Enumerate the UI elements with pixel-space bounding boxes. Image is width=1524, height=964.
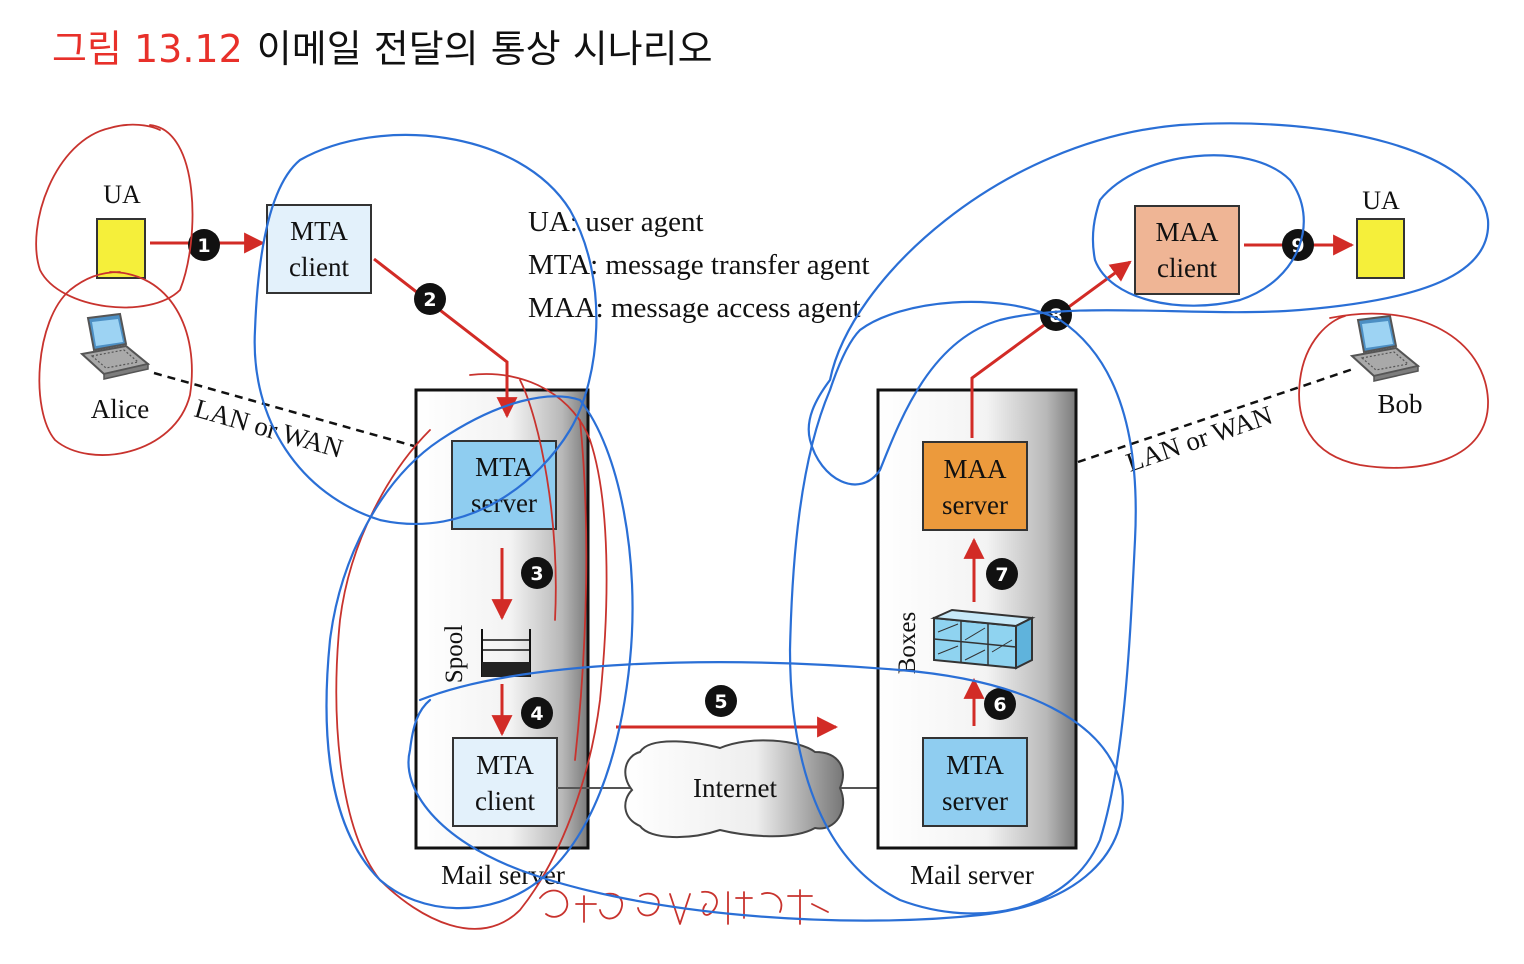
legend: UA: user agent MTA: message transfer age…: [528, 206, 870, 324]
receiver-mta-server-line1: MTA: [946, 750, 1004, 780]
bob-label: Bob: [1377, 389, 1422, 419]
red-circle-alice: [38, 271, 193, 456]
red-circle-sender-ua: [35, 123, 194, 309]
blue-loop-sender-server: [325, 395, 634, 910]
receiver-ua-box: [1356, 218, 1405, 279]
svg-text:4: 4: [530, 703, 543, 725]
mailboxes-icon: [930, 608, 1036, 670]
flow-arrows: [150, 232, 1355, 738]
arrow-8: [970, 260, 1132, 438]
step-badge-2: 2: [414, 283, 446, 315]
receiver-maa-client-line1: MAA: [1155, 217, 1219, 247]
receiver-maa-client-line2: client: [1157, 253, 1217, 283]
alice-label: Alice: [91, 394, 149, 424]
sender-lan-label: LAN or WAN: [191, 393, 346, 464]
boxes-label: Boxes: [894, 612, 921, 675]
red-circle-bob: [1298, 312, 1489, 469]
svg-text:1: 1: [197, 235, 210, 257]
sender-ua-box: [96, 218, 146, 279]
receiver-maa-server-box: [922, 441, 1028, 531]
sender-mta-server-line2: server: [471, 488, 537, 518]
handwritten-annotations: [35, 122, 1490, 930]
spool-label: Spool: [441, 625, 468, 683]
blue-loop-maa-client: [1091, 154, 1305, 307]
receiver-ua-label: UA: [1362, 186, 1400, 215]
svg-text:5: 5: [714, 691, 727, 713]
red-loop-sender-server: [335, 373, 608, 930]
receiver-mta-server-box: [922, 737, 1028, 827]
blue-loop-internet: [407, 661, 1124, 922]
step-badge-3: 3: [521, 557, 553, 589]
receiver-maa-client-box: [1134, 205, 1240, 295]
sender-mta-server-line1: MTA: [475, 452, 533, 482]
legend-mta: MTA: message transfer agent: [528, 249, 870, 281]
blue-loop-receiver-server: [788, 300, 1137, 915]
sender-mta-client-box: [266, 204, 372, 294]
receiver-maa-server-line1: MAA: [943, 454, 1007, 484]
step-badges: 1 2 3 4 5 6 7 8 9: [188, 229, 1314, 729]
figure-number: 그림 13.12: [52, 27, 243, 71]
receiver-lan-line: [1077, 366, 1357, 464]
receiver-server-caption: Mail server: [910, 860, 1034, 890]
svg-text:2: 2: [423, 289, 436, 311]
sender-mta-client2-box: [452, 737, 558, 827]
figure-caption: 이메일 전달의 통상 시나리오: [256, 27, 713, 71]
internet-label: Internet: [693, 773, 777, 803]
spool-icon: [481, 629, 531, 677]
receiver-mta-server-line2: server: [942, 786, 1008, 816]
blue-loop-sender-client: [253, 133, 598, 526]
internet: Internet: [557, 739, 923, 838]
sender-mta-client2-line2: client: [475, 786, 535, 816]
legend-maa: MAA: message access agent: [528, 292, 861, 324]
receiver-mail-server: MAA server Boxes MTA server Mail server: [876, 388, 1078, 890]
internet-cloud-icon: [624, 739, 845, 838]
svg-text:3: 3: [530, 563, 543, 585]
step-badge-6: 6: [984, 688, 1016, 720]
sender-lan-line: [153, 371, 415, 448]
svg-text:6: 6: [993, 694, 1006, 716]
red-strokes-sender: [519, 379, 588, 761]
sender-mta-client2-line1: MTA: [476, 750, 534, 780]
alice-laptop-icon: [81, 313, 149, 380]
svg-text:7: 7: [995, 564, 1008, 586]
step-badge-5: 5: [705, 685, 737, 717]
receiver-maa-server-line2: server: [942, 490, 1008, 520]
step-badge-1: 1: [188, 229, 220, 261]
page-title: 그림 13.12 이메일 전달의 통상 시나리오: [52, 18, 713, 73]
step-badge-4: 4: [521, 697, 553, 729]
sender-mail-server: MTA server Spool MTA client Mail server: [414, 388, 590, 890]
sender-side: UA Alice MTA client LAN or WAN: [81, 180, 415, 464]
blue-loop-receiver-client: [807, 122, 1490, 486]
legend-ua: UA: user agent: [528, 206, 704, 238]
sender-mta-client-line1: MTA: [290, 216, 348, 246]
bob-laptop-icon: [1351, 315, 1419, 382]
sender-ua-label: UA: [103, 180, 141, 209]
step-badge-9: 9: [1282, 229, 1314, 261]
step-badge-7: 7: [986, 558, 1018, 590]
sender-mta-client-line2: client: [289, 252, 349, 282]
